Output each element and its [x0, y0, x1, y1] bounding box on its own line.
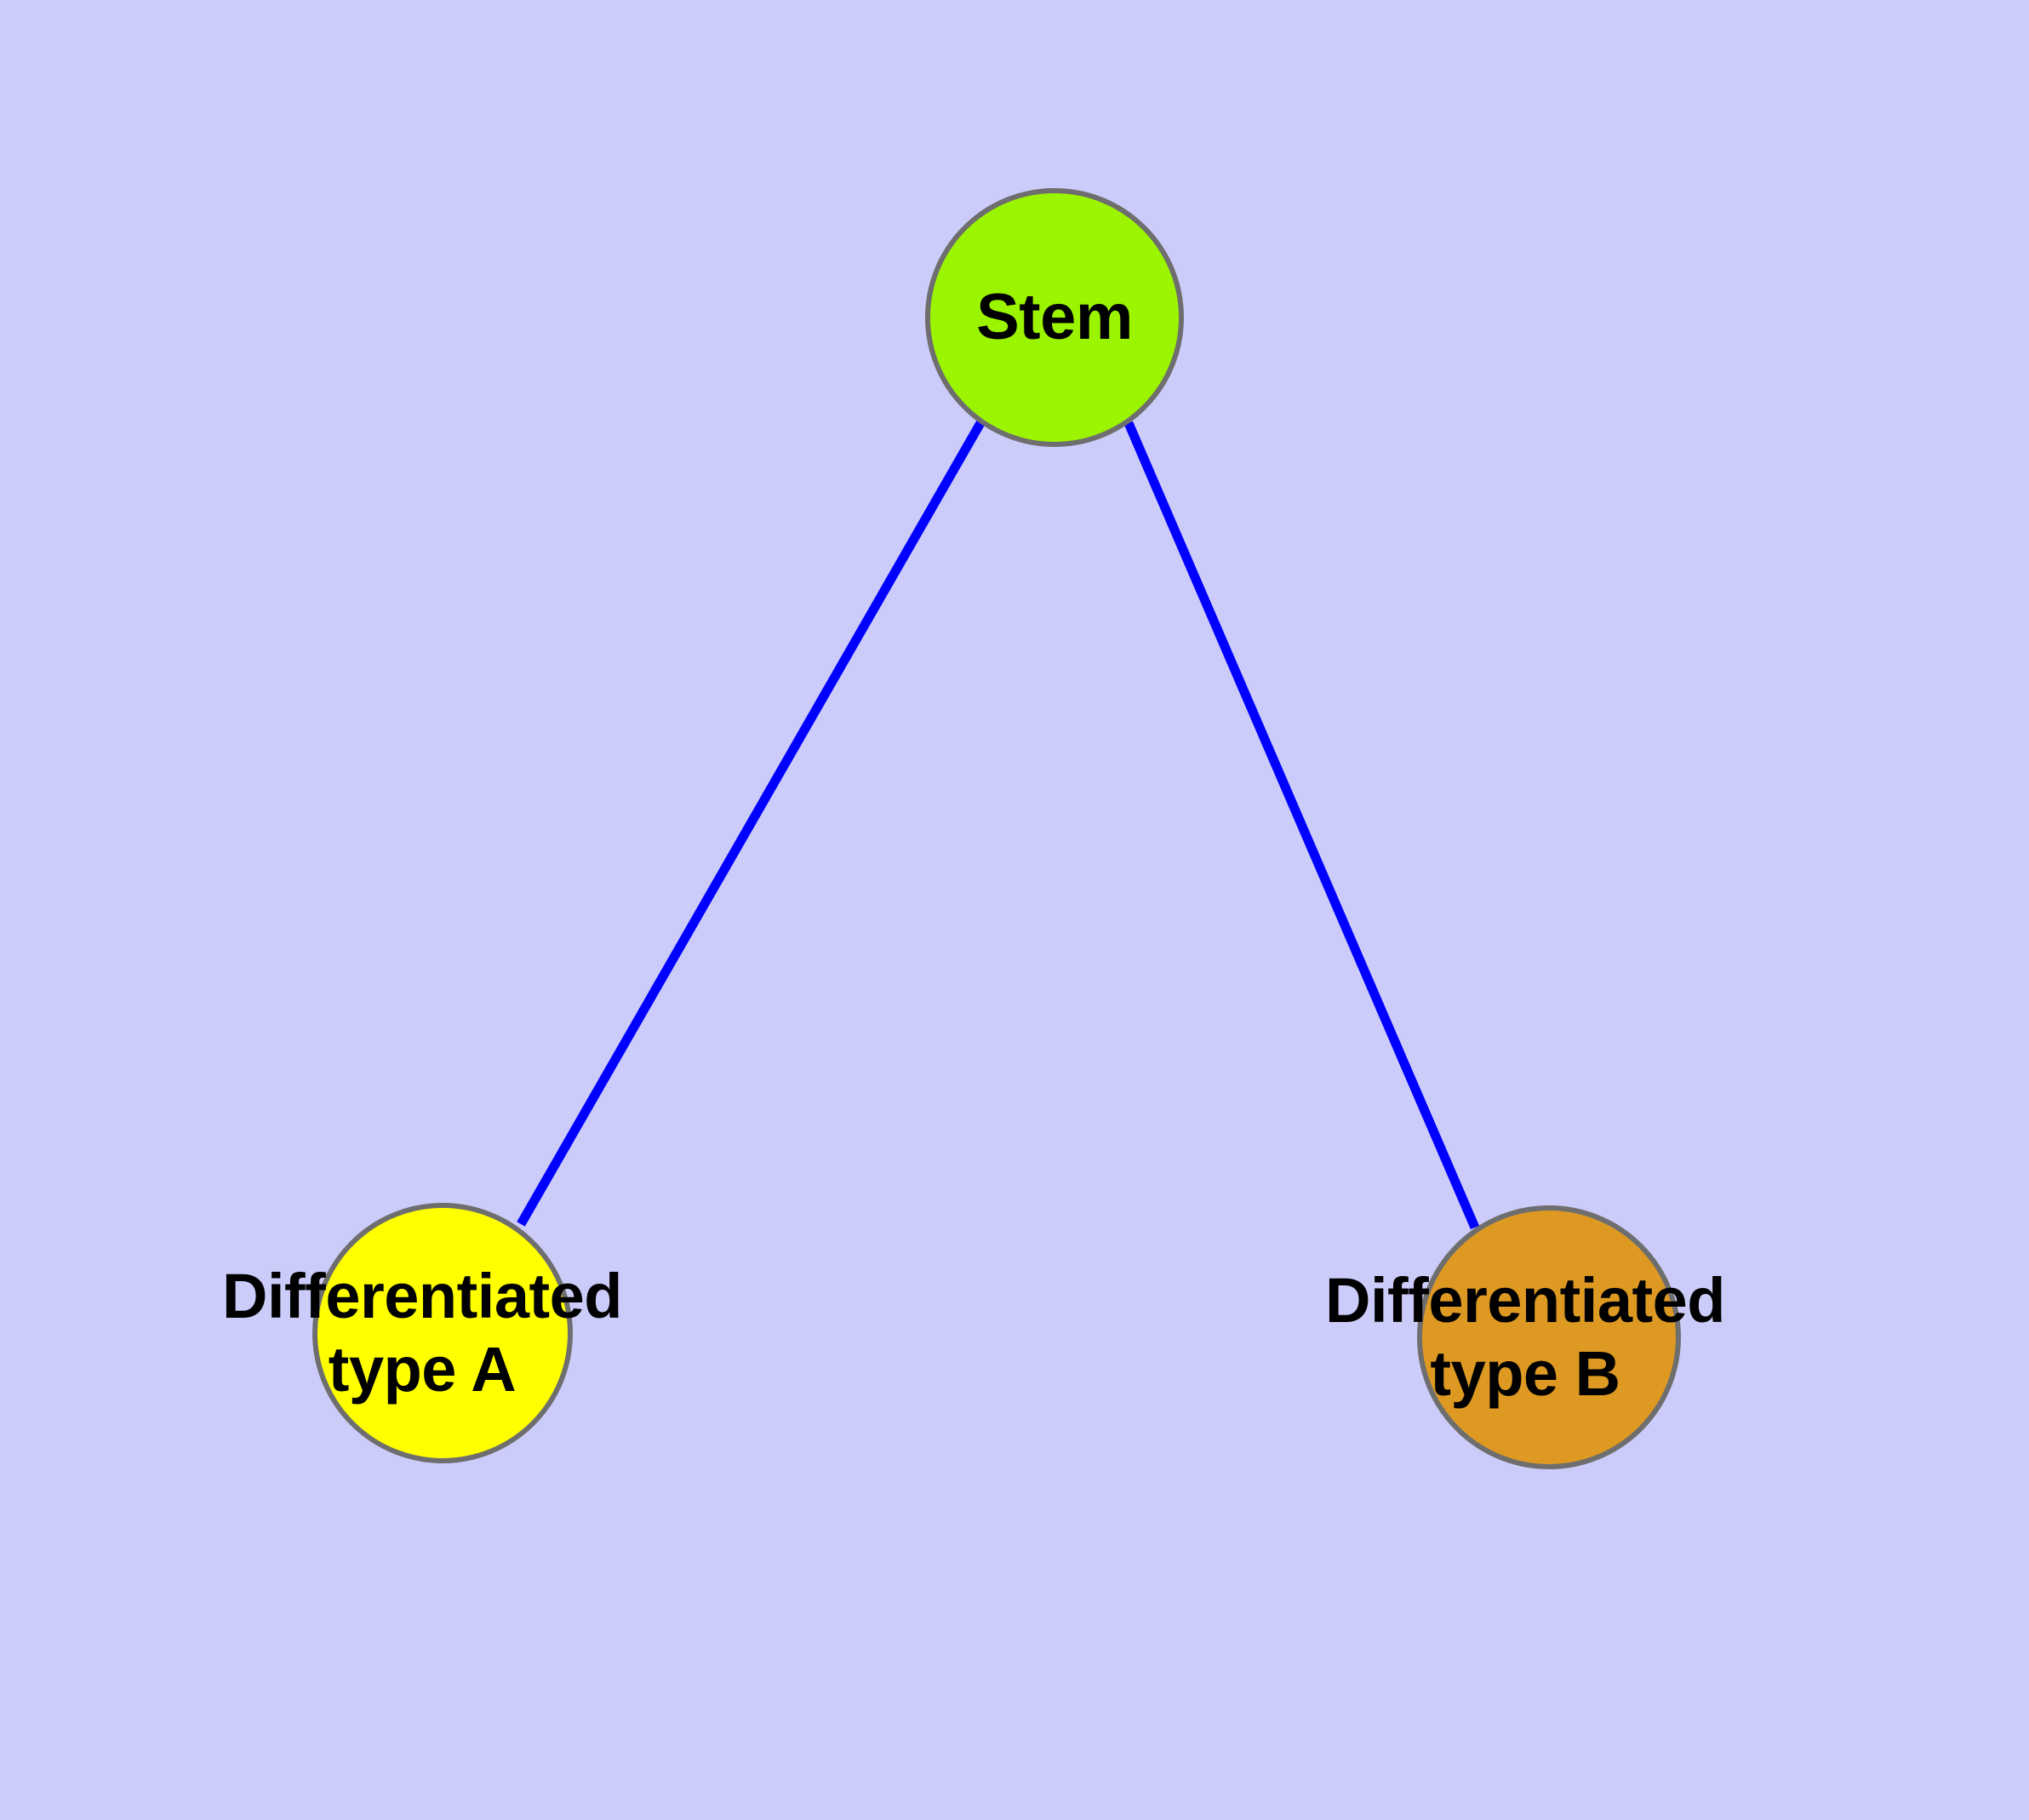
- edge-stem-to-type-b: [1123, 421, 1480, 1230]
- node-stem-circle[interactable]: [925, 188, 1184, 447]
- node-differentiated-type-b[interactable]: Differentiated type B: [1325, 1205, 1725, 1469]
- node-differentiated-type-b-circle[interactable]: [1417, 1205, 1681, 1469]
- node-differentiated-type-a[interactable]: Differentiated type A: [222, 1203, 622, 1463]
- node-stem[interactable]: Stem: [925, 188, 1184, 447]
- edge-stem-to-type-a: [517, 421, 985, 1227]
- node-differentiated-type-a-circle[interactable]: [312, 1203, 573, 1463]
